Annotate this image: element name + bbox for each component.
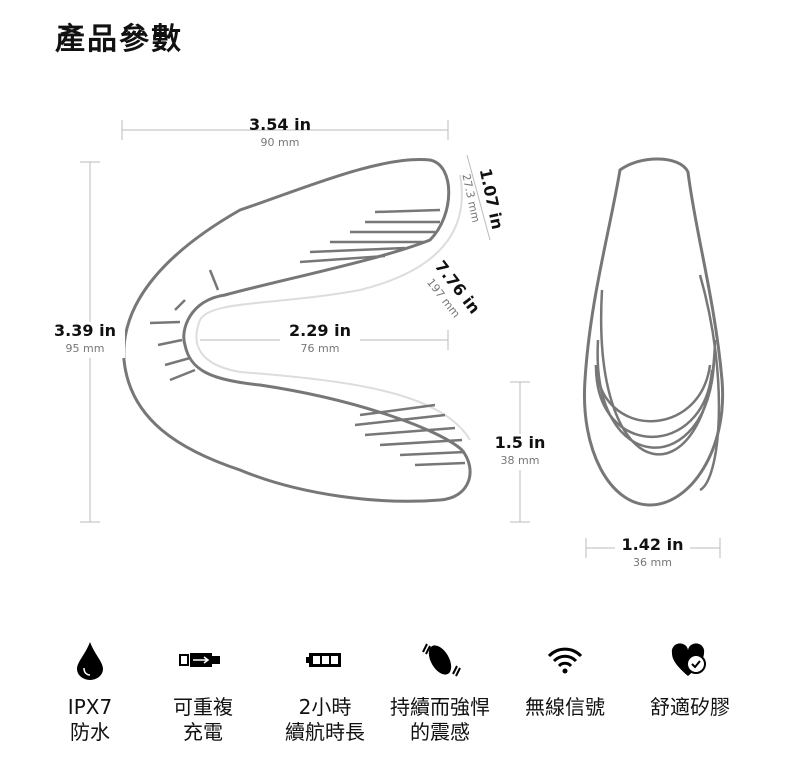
water-drop-icon	[30, 640, 150, 680]
dim-lower-in: 1.5 in	[494, 433, 546, 452]
dim-width-mm: 90 mm	[260, 136, 300, 149]
dimension-lines	[80, 120, 721, 558]
front-view-outline	[122, 158, 472, 503]
feature-wireless: 無線信號	[505, 640, 625, 720]
dim-height-mm: 95 mm	[65, 342, 105, 355]
dim-height-in: 3.39 in	[54, 321, 116, 340]
usb-charge-icon	[143, 640, 263, 680]
feature-silicone: 舒適矽膠	[630, 640, 750, 720]
feature-battery: 2小時 續航時長	[265, 640, 385, 745]
side-view-outline	[582, 157, 725, 507]
feature-label: 持續而強悍 的震感	[390, 695, 490, 744]
dim-gap: 2.29 in 76 mm	[280, 322, 360, 358]
dim-gap-in: 2.29 in	[289, 321, 351, 340]
dim-side-width-in: 1.42 in	[621, 535, 684, 554]
dim-side-width: 1.42 in 36 mm	[615, 536, 690, 572]
feature-waterproof: IPX7 防水	[30, 640, 150, 745]
feature-label: IPX7 防水	[67, 695, 113, 744]
feature-label: 可重複 充電	[173, 695, 233, 744]
page-title: 產品參數	[55, 22, 183, 57]
feature-label: 無線信號	[525, 695, 605, 719]
product-diagram	[80, 120, 725, 558]
dim-lower-mm: 38 mm	[500, 454, 540, 467]
dim-side-width-mm: 36 mm	[633, 556, 672, 569]
feature-vibration: 持續而強悍 的震感	[380, 640, 500, 745]
wireless-icon	[505, 640, 625, 680]
vibration-icon	[380, 640, 500, 680]
battery-icon	[265, 640, 385, 680]
dim-width-in: 3.54 in	[249, 115, 311, 134]
feature-label: 舒適矽膠	[650, 695, 730, 719]
feature-label: 2小時 續航時長	[285, 695, 365, 744]
feature-rechargeable: 可重複 充電	[143, 640, 263, 745]
dim-height: 3.39 in 95 mm	[45, 322, 125, 358]
dim-lower: 1.5 in 38 mm	[485, 434, 555, 470]
dim-gap-mm: 76 mm	[300, 342, 340, 355]
heart-check-icon	[630, 640, 750, 680]
dim-width: 3.54 in 90 mm	[230, 116, 330, 152]
